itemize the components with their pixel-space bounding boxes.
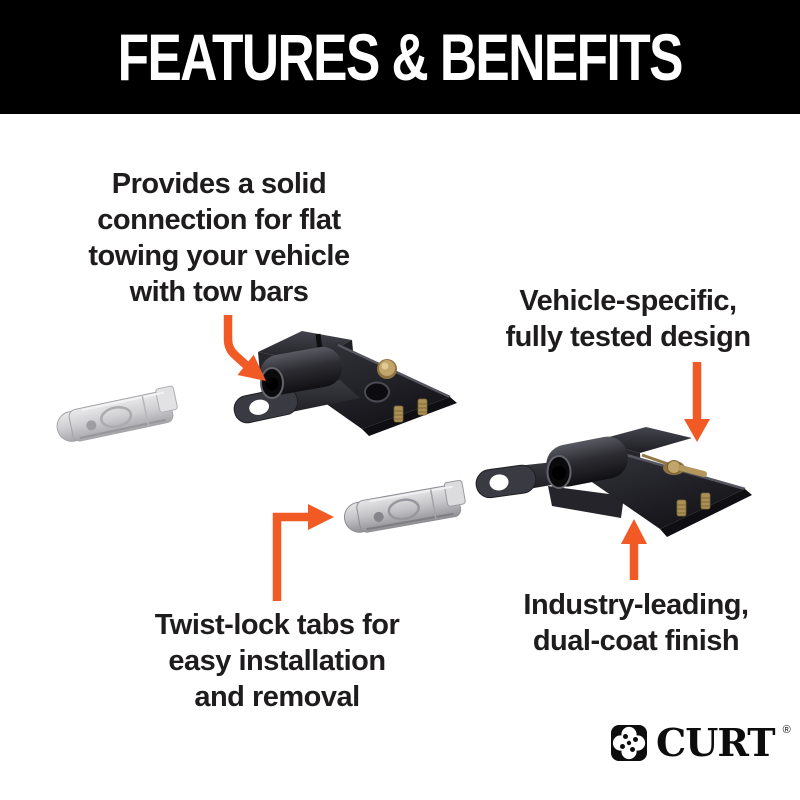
- base-plate-bracket-front-image: [233, 331, 457, 436]
- callout-line: Twist-lock tabs for: [154, 609, 400, 641]
- curt-logo-icon: [611, 725, 647, 761]
- callout-flat-towing: Provides a solid connection for flat tow…: [39, 166, 399, 310]
- callout-line: easy installation: [168, 645, 386, 677]
- callout-twist-lock: Twist-lock tabs for easy installation an…: [97, 607, 457, 715]
- callout-line: with tow bars: [129, 276, 309, 308]
- callout-line: Industry-leading,: [523, 589, 749, 621]
- header-bar: FEATURES & BENEFITS: [0, 0, 800, 114]
- bent-down-right-arrow-icon: [223, 315, 266, 381]
- callout-line: and removal: [194, 681, 360, 713]
- callout-line: dual-coat finish: [532, 625, 740, 657]
- callout-line: Vehicle-specific,: [519, 285, 737, 317]
- elbow-right-arrow-icon: [272, 504, 334, 601]
- registered-trademark-symbol: ®: [782, 724, 791, 736]
- page-title: FEATURES & BENEFITS: [117, 20, 684, 94]
- curt-wordmark: CURT: [656, 720, 776, 765]
- twist-lock-tab-right-image: [340, 478, 469, 537]
- callout-vehicle-specific: Vehicle-specific, fully tested design: [468, 283, 788, 355]
- up-arrow-icon: [621, 519, 647, 580]
- callout-line: towing your vehicle: [88, 240, 350, 272]
- down-arrow-icon: [684, 362, 710, 442]
- callout-line: fully tested design: [505, 321, 751, 353]
- base-plate-bracket-rear-image: [475, 427, 752, 537]
- callout-line: Provides a solid: [111, 168, 327, 200]
- curt-logo: CURT ®: [610, 722, 791, 764]
- callout-line: connection for flat: [97, 204, 341, 236]
- twist-lock-tab-left-image: [52, 384, 182, 447]
- callout-dual-coat: Industry-leading, dual-coat finish: [476, 587, 796, 659]
